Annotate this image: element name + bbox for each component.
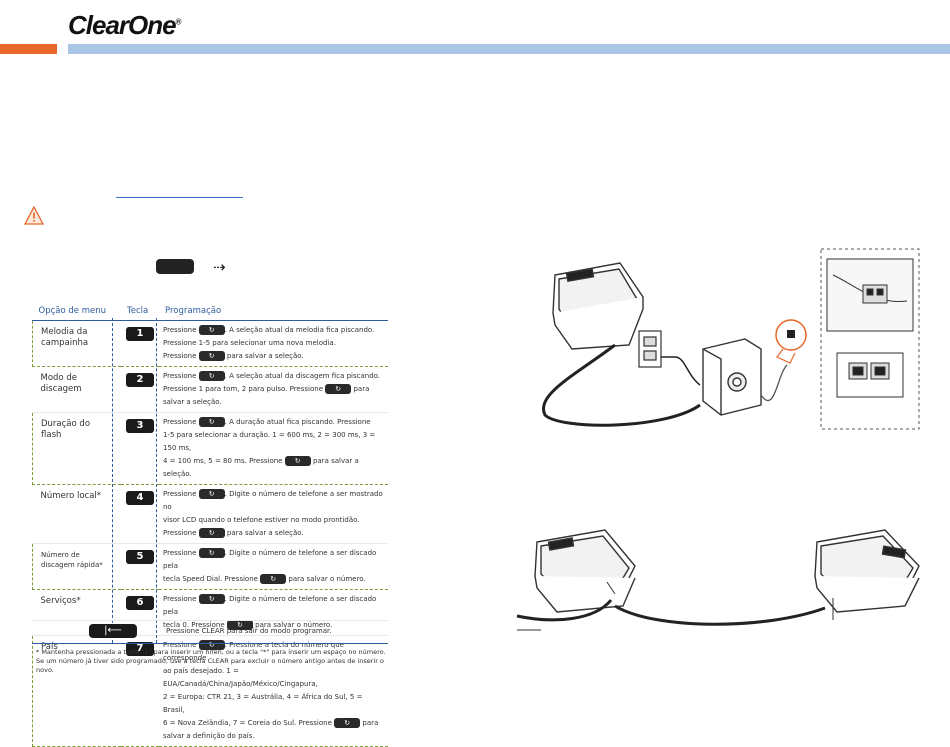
program-key-icon: ↻ <box>198 528 225 538</box>
key-6-icon: 6 <box>126 596 154 610</box>
conference-phone-icon <box>552 262 644 350</box>
connection-diagram <box>541 248 920 430</box>
row-programming: Pressione ↻. A duração atual fica piscan… <box>159 412 388 485</box>
row-option: Número de discagem rápida* <box>32 543 121 590</box>
program-key-icon: ↻ <box>284 456 311 466</box>
program-key-icon: ↻ <box>198 640 225 650</box>
clearone-logo: ClearOne® <box>68 10 181 40</box>
col-header-key: Tecla <box>121 302 159 321</box>
program-key-icon: ↻ <box>226 620 253 630</box>
program-key-icon: ↻ <box>325 384 352 394</box>
header-bar <box>68 44 950 54</box>
table-row: Melodia da campainha 1 Pressione ↻. A se… <box>32 320 388 367</box>
table-header: Opção de menu Tecla Programação <box>32 302 388 321</box>
table-row: Número local* 4 Pressione ↻. Digite o nú… <box>32 484 388 544</box>
daisy-chain-diagram <box>516 529 920 631</box>
program-key-icon: ↻ <box>198 325 225 335</box>
row-programming: Pressione ↻. A seleção atual da discagem… <box>159 366 388 413</box>
program-key-icon: ↻ <box>198 351 225 361</box>
warning-icon <box>24 206 44 225</box>
arrow-right-icon: ⇢ <box>213 258 226 276</box>
program-key-icon: ↻ <box>334 718 361 728</box>
connector-detail-icon <box>826 258 914 398</box>
base-unit-icon <box>702 338 762 416</box>
key-4-icon: 4 <box>126 491 154 505</box>
footnote: * Mantenha pressionada a tecla "1" para … <box>36 648 386 674</box>
clear-key-icon: |⟵ <box>89 624 137 638</box>
key-7-icon: 7 <box>126 642 154 656</box>
power-outlet-icon <box>638 330 662 368</box>
row-option: Modo de discagem <box>32 366 121 413</box>
row-programming: Pressione ↻. Digite o número de telefone… <box>159 484 388 544</box>
key-5-icon: 5 <box>126 550 154 564</box>
program-key-icon: ↻ <box>198 489 225 499</box>
row-programming: Pressione ↻. A seleção atual da melodia … <box>159 320 388 367</box>
table-row: Duração do flash 3 Pressione ↻. A duraçã… <box>32 412 388 485</box>
program-key-icon <box>156 259 194 274</box>
conference-phone-icon <box>814 529 920 613</box>
row-programming: Pressione ↻. Digite o número de telefone… <box>159 543 388 590</box>
program-key-icon: ↻ <box>198 594 225 604</box>
program-menu-table: Opção de menu Tecla Programação Melodia … <box>32 302 388 747</box>
key-3-icon: 3 <box>126 419 154 433</box>
program-key-icon: ↻ <box>198 548 225 558</box>
table-row: Modo de discagem 2 Pressione ↻. A seleçã… <box>32 366 388 413</box>
row-option: Melodia da campainha <box>32 320 121 367</box>
clear-instruction: Pressione CLEAR para sair do modo progra… <box>166 627 332 635</box>
program-key-icon: ↻ <box>260 574 287 584</box>
table-row: Número de discagem rápida* 5 Pressione ↻… <box>32 543 388 590</box>
clear-row <box>32 620 388 644</box>
col-header-option: Opção de menu <box>32 302 121 321</box>
hyperlink-underline[interactable] <box>116 197 243 198</box>
row-option: Número local* <box>32 484 121 544</box>
header-accent-bar <box>0 44 57 54</box>
column-divider <box>112 318 113 643</box>
key-1-icon: 1 <box>126 327 154 341</box>
program-key-icon: ↻ <box>198 417 225 427</box>
col-header-programming: Programação <box>159 302 388 321</box>
column-divider <box>156 318 157 643</box>
conference-phone-icon <box>534 529 636 613</box>
program-key-icon: ↻ <box>198 371 225 381</box>
key-2-icon: 2 <box>126 373 154 387</box>
row-option: Duração do flash <box>32 412 121 485</box>
